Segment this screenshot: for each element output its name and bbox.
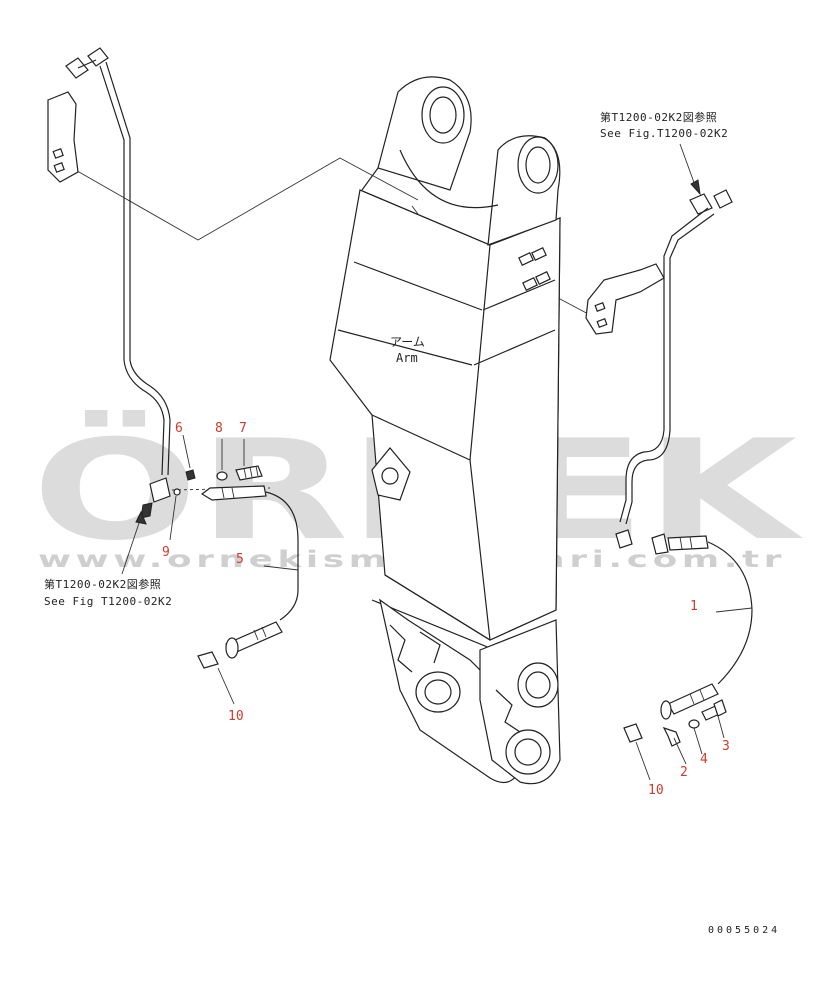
arm-assembly: [329, 76, 561, 785]
ref-top-right-ja: 第T1200-02K2図参照: [600, 110, 717, 124]
callout-5: 5: [236, 552, 244, 567]
ref-left-en: See Fig T1200-02K2: [44, 595, 172, 608]
callout-7: 7: [239, 421, 247, 436]
right-grease-pipe: [619, 207, 709, 523]
left-pipe-assembly: [47, 47, 171, 519]
part-10-cap-right: [623, 723, 643, 743]
ref-left-ja: 第T1200-02K2図参照: [44, 577, 161, 591]
part-8-washer: [216, 471, 228, 481]
callout-6: 6: [175, 421, 183, 436]
part-9-ring: [173, 488, 181, 496]
callout-3: 3: [722, 739, 730, 754]
left-bracket: [47, 91, 79, 183]
ref-top-right-en: See Fig.T1200-02K2: [600, 127, 728, 140]
arm-label-ja: アーム: [390, 335, 425, 349]
callout-4: 4: [700, 752, 708, 767]
reference-notes: 第T1200-02K2図参照 See Fig.T1200-02K2 第T1200…: [44, 110, 728, 608]
part-5-hose: [265, 491, 299, 621]
part-6-nut: [185, 469, 196, 481]
part-7-elbow: [235, 465, 263, 481]
callout-10-left: 10: [228, 709, 244, 724]
part-2-clip: [662, 726, 681, 747]
callout-numbers: 6 8 7 9 5 10 1 2 4 3 10: [162, 421, 730, 798]
arm-label-en: Arm: [396, 351, 418, 365]
callout-leaders: [121, 143, 753, 781]
part-1-hose: [707, 541, 753, 685]
right-pipe-assembly: [585, 189, 733, 549]
callout-9: 9: [162, 545, 170, 560]
left-hose-parts: [171, 465, 299, 669]
part-4-washer: [688, 719, 700, 729]
callout-8: 8: [215, 421, 223, 436]
callout-1: 1: [690, 599, 698, 614]
callout-10-right: 10: [648, 783, 664, 798]
right-hose-parts: [623, 533, 753, 747]
callout-2: 2: [680, 765, 688, 780]
drawing-number: 00055024: [708, 925, 780, 936]
part-10-cap-left: [197, 651, 219, 669]
left-grease-pipe: [99, 65, 165, 476]
right-bracket: [585, 263, 665, 335]
